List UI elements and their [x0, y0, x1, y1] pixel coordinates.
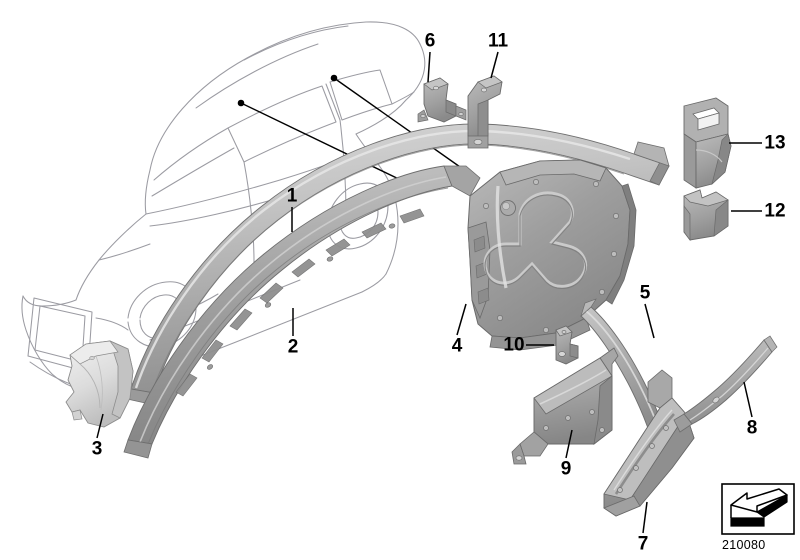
- part-3-front-pillar-cover[interactable]: [65, 340, 134, 428]
- part-10-mounting-tab[interactable]: [555, 325, 579, 365]
- callout-number-8: 8: [746, 417, 758, 439]
- leader-9: [565, 429, 573, 459]
- callout-number-1: 1: [286, 185, 298, 207]
- part-13-block-filler-slotted[interactable]: [683, 97, 732, 189]
- part-2-roof-frame-side-member[interactable]: [123, 165, 481, 459]
- part-4-rear-wheel-arch-panel[interactable]: [467, 159, 637, 351]
- callout-number-2: 2: [287, 336, 299, 358]
- leader-7: [642, 501, 648, 534]
- leader-6: [427, 51, 431, 83]
- leader-lines-vehicle: [240, 77, 471, 183]
- callout-leader-lines: [96, 51, 762, 534]
- part-9-rear-closing-panel[interactable]: [511, 347, 619, 465]
- callout-number-4: 4: [451, 335, 463, 357]
- part-1-roof-rail-outer[interactable]: [126, 123, 670, 405]
- leader-11: [490, 51, 499, 79]
- part-12-block-filler-lower[interactable]: [683, 189, 729, 242]
- callout-number-11: 11: [487, 30, 509, 52]
- callout-number-7: 7: [637, 533, 649, 555]
- part-8-thin-reinforcement-strip[interactable]: [673, 335, 778, 433]
- callout-number-12: 12: [764, 200, 786, 222]
- callout-number-10: 10: [503, 334, 525, 356]
- callout-number-6: 6: [424, 30, 436, 52]
- leader-3: [96, 413, 104, 439]
- leader-dots-vehicle: [237, 74, 338, 107]
- callout-number-13: 13: [764, 132, 786, 154]
- callout-number-9: 9: [560, 458, 572, 480]
- part-7-sill-reinforcement-lower[interactable]: [603, 369, 695, 517]
- part-11-bracket-tall[interactable]: [467, 75, 503, 149]
- callout-number-5: 5: [639, 282, 651, 304]
- leader-5: [644, 303, 655, 339]
- callout-number-3: 3: [91, 438, 103, 460]
- orientation-icon-box: [721, 483, 795, 535]
- leader-8: [743, 381, 753, 418]
- leader-4: [456, 303, 467, 336]
- diagram-id-number: 210080: [722, 538, 766, 552]
- part-6-bracket-left[interactable]: [417, 77, 467, 123]
